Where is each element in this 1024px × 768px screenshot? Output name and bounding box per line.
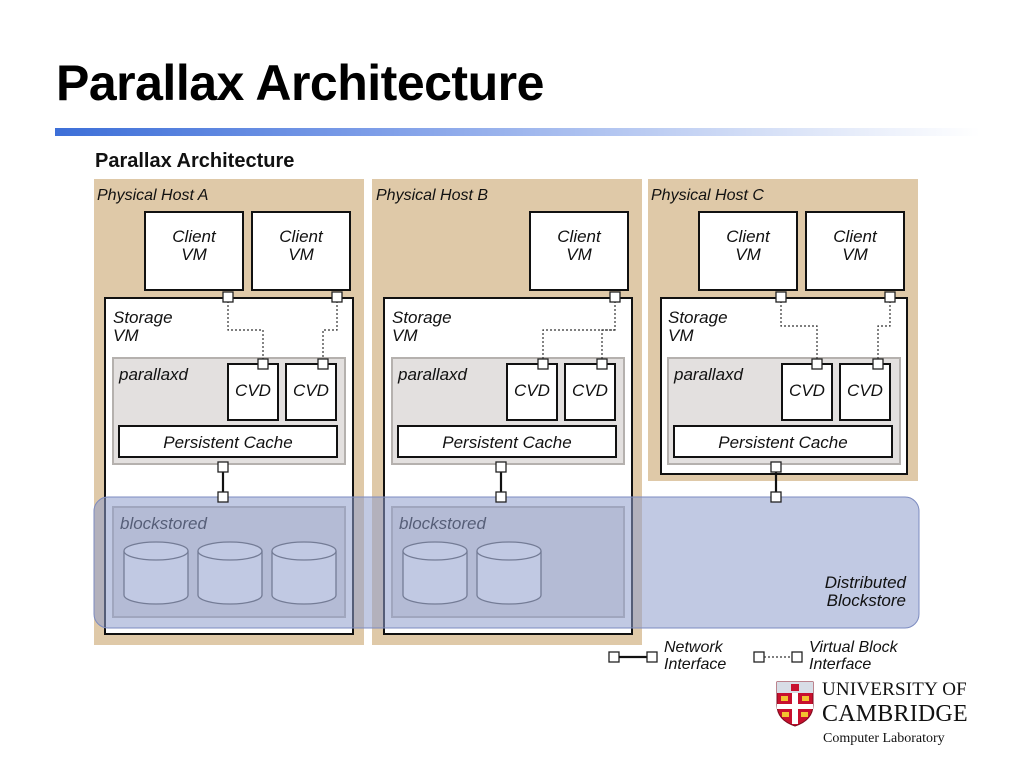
virtual-block-link — [877, 297, 891, 364]
slide-title: Parallax Architecture — [56, 55, 544, 111]
cache-network-port — [495, 461, 507, 473]
parallaxd-label: parallaxd — [397, 365, 468, 384]
virtual-block-link — [542, 297, 616, 364]
persistent-cache-label: Persistent Cache — [163, 433, 292, 452]
cvd-port — [537, 358, 549, 370]
department-name: Computer Laboratory — [823, 731, 945, 746]
client-vm-box — [698, 211, 798, 291]
host-label: Physical Host A — [97, 187, 208, 204]
blockstore-network-port — [495, 491, 507, 503]
client-vm-box — [805, 211, 905, 291]
cvd-label: CVD — [847, 381, 883, 400]
legend-network-port-left — [608, 651, 620, 663]
cvd-label: CVD — [514, 381, 550, 400]
virtual-block-link — [322, 297, 338, 364]
persistent-cache-box — [397, 425, 617, 458]
client-vm-box — [529, 211, 629, 291]
host-label: Physical Host B — [376, 187, 488, 204]
client-vm-port — [775, 291, 787, 303]
diagram-title: Parallax Architecture — [95, 150, 294, 172]
client-vm-port — [609, 291, 621, 303]
cvd-port — [257, 358, 269, 370]
cambridge-crest-icon — [776, 681, 814, 727]
cvd-box — [227, 363, 279, 421]
university-line2: CAMBRIDGE — [822, 701, 968, 727]
persistent-cache-box — [673, 425, 893, 458]
title-underline — [55, 128, 980, 136]
parallaxd-label: parallaxd — [118, 365, 189, 384]
host-label: Physical Host C — [651, 187, 764, 204]
cvd-port — [317, 358, 329, 370]
persistent-cache-label: Persistent Cache — [718, 433, 847, 452]
blockstore-network-port — [770, 491, 782, 503]
client-vm-port — [222, 291, 234, 303]
cvd-label: CVD — [572, 381, 608, 400]
persistent-cache-box — [118, 425, 338, 458]
client-vm-port — [331, 291, 343, 303]
cvd-box — [781, 363, 833, 421]
client-vm-box — [144, 211, 244, 291]
legend-virtual-port-right — [791, 651, 803, 663]
client-vm-box — [251, 211, 351, 291]
distributed-blockstore-region — [93, 496, 920, 629]
cvd-box — [564, 363, 616, 421]
cache-network-port — [217, 461, 229, 473]
cvd-label: CVD — [235, 381, 271, 400]
cache-network-port — [770, 461, 782, 473]
parallaxd-label: parallaxd — [673, 365, 744, 384]
virtual-block-link — [227, 297, 264, 364]
cvd-port — [811, 358, 823, 370]
university-logo: UNIVERSITY OF CAMBRIDGE Computer Laborat… — [776, 679, 986, 751]
cvd-box — [285, 363, 337, 421]
persistent-cache-label: Persistent Cache — [442, 433, 571, 452]
cvd-port — [596, 358, 608, 370]
legend-virtual-port-left — [753, 651, 765, 663]
cvd-box — [839, 363, 891, 421]
cvd-label: CVD — [789, 381, 825, 400]
client-vm-port — [884, 291, 896, 303]
cvd-box — [506, 363, 558, 421]
cvd-port — [872, 358, 884, 370]
virtual-block-link — [601, 329, 615, 364]
university-line1: UNIVERSITY OF — [822, 679, 967, 700]
legend-network-port-right — [646, 651, 658, 663]
virtual-block-link — [780, 297, 818, 364]
blockstore-network-port — [217, 491, 229, 503]
cvd-label: CVD — [293, 381, 329, 400]
